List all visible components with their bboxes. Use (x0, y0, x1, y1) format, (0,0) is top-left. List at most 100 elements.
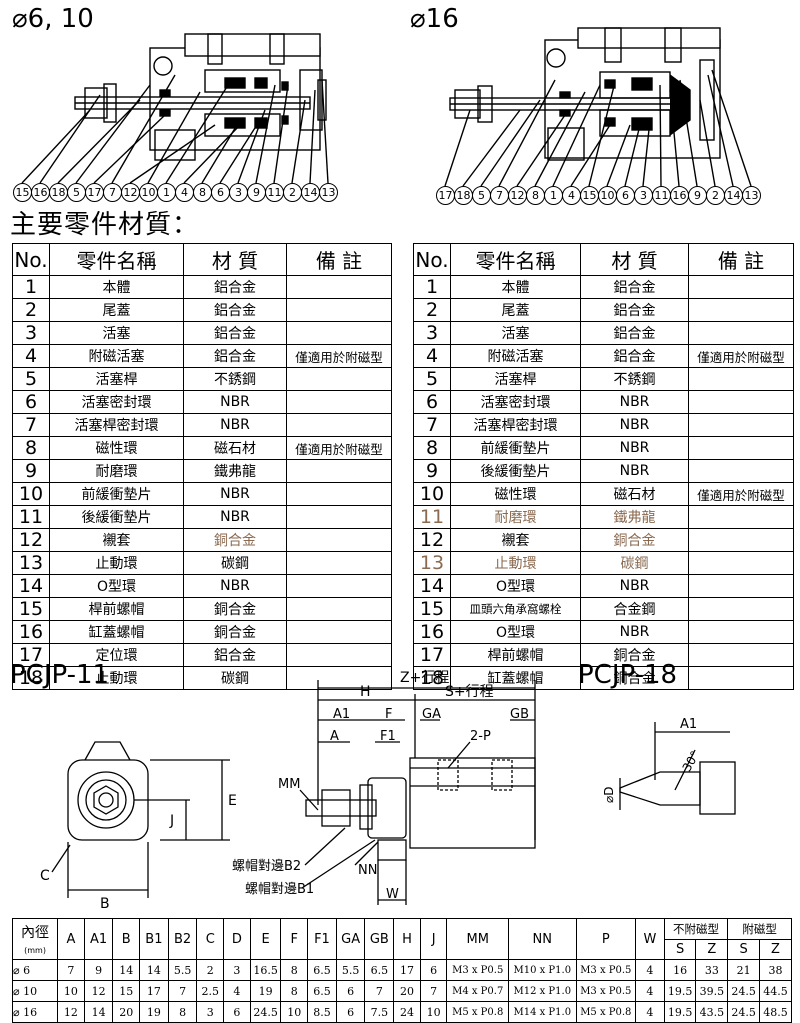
dim-cell: 12 (83, 980, 114, 1002)
callout: 17 (436, 186, 455, 205)
dim-sub-s: S (663, 938, 697, 960)
dim-sub-z: Z (759, 938, 792, 960)
cell-material: 碳鋼 (183, 551, 287, 575)
cell-material: 鋁合金 (183, 643, 287, 667)
dim-cell: 4 (635, 1001, 665, 1023)
callout: 5 (67, 183, 86, 202)
col-no: No. (413, 243, 451, 276)
dim-cell: M4 x P0.7 (446, 980, 509, 1002)
cell-note (688, 413, 794, 437)
cell-name: 尾蓋 (450, 298, 581, 322)
dim-col-mag: 附磁型 (727, 918, 792, 940)
cell-name: 缸蓋螺帽 (450, 666, 581, 690)
label-s: S+行程 (445, 684, 494, 700)
label-b2: 螺帽對邊B2 (232, 858, 301, 874)
cell-material: NBR (183, 413, 287, 437)
cell-no: 5 (12, 367, 50, 391)
dim-cell: 7 (419, 980, 448, 1002)
cell-note (286, 666, 392, 690)
cell-note (286, 574, 392, 598)
cell-name: 本體 (450, 275, 581, 299)
cell-no: 2 (12, 298, 50, 322)
table-header-row: No. 零件名稱 材 質 備 註 (12, 243, 392, 276)
callout: 15 (13, 183, 32, 202)
dim-cell: 17 (139, 980, 169, 1002)
cell-name: 活塞密封環 (49, 390, 184, 414)
dim-cell: 17 (393, 959, 421, 981)
dim-cell: 19.5 (663, 1001, 697, 1023)
dim-cell: 7 (167, 980, 198, 1002)
cell-no: 12 (413, 528, 451, 552)
cell-material: 銅合金 (183, 597, 287, 621)
left-drawing-title: ⌀6, 10 (12, 4, 94, 34)
cell-material: 鋁合金 (183, 321, 287, 345)
pcjp11-title: PCJP-11 (10, 660, 110, 690)
dim-cell: 8 (280, 980, 309, 1002)
cell-name: 皿頭六角承窩螺栓 (450, 597, 581, 621)
dim-cell: 19 (139, 1001, 169, 1023)
cell-no: 17 (12, 643, 50, 667)
cell-note (688, 367, 794, 391)
cell-no: 3 (12, 321, 50, 345)
cell-note (286, 505, 392, 529)
cell-no: 9 (12, 459, 50, 483)
dim-col-bore: 內徑(mm) (11, 918, 59, 960)
callout: 5 (472, 186, 491, 205)
callout: 14 (301, 183, 320, 202)
cell-material: 銅合金 (183, 620, 287, 644)
cell-note (688, 528, 794, 552)
cell-note (286, 413, 392, 437)
dimension-table: 內徑(mm) A A1 B B1 B2 C D E F F1 GA GB H J… (11, 918, 792, 1023)
dim-cell-bore: ⌀ 16 (11, 1001, 59, 1023)
callout: 14 (724, 186, 743, 205)
cell-no: 17 (413, 643, 451, 667)
label-a: A (330, 729, 339, 744)
cell-note (286, 321, 392, 345)
dim-cell: 5.5 (335, 959, 366, 981)
dim-cell: 5.5 (167, 959, 198, 981)
cell-note (688, 574, 794, 598)
cell-no: 8 (12, 436, 50, 460)
dim-cell: 4 (223, 980, 251, 1002)
cell-name: 止動環 (450, 551, 581, 575)
cell-material: 鋁合金 (580, 344, 689, 368)
cell-note (688, 666, 794, 690)
cell-material: 碳鋼 (183, 666, 287, 690)
callout: 8 (193, 183, 212, 202)
dim-col: D (223, 918, 251, 960)
dim-cell: 9 (83, 959, 114, 981)
dim-col-nonmag: 不附磁型 (663, 918, 729, 940)
cell-material: 碳鋼 (580, 551, 689, 575)
cell-material: NBR (580, 574, 689, 598)
cell-name: 定位環 (49, 643, 184, 667)
callout: 15 (580, 186, 599, 205)
dim-col: F1 (307, 918, 337, 960)
callout: 1 (157, 183, 176, 202)
dim-cell: 12 (57, 1001, 85, 1023)
dim-col: GB (364, 918, 395, 960)
dim-col: W (635, 918, 665, 960)
cell-note (688, 275, 794, 299)
callout: 12 (121, 183, 140, 202)
dim-cell: 14 (112, 959, 141, 981)
dim-sub-z: Z (695, 938, 729, 960)
cell-note (688, 298, 794, 322)
dim-cell: 6.5 (307, 959, 337, 981)
dim-col: E (249, 918, 282, 960)
cell-name: 後緩衝墊片 (49, 505, 184, 529)
cell-name: 活塞 (49, 321, 184, 345)
cell-no: 15 (413, 597, 451, 621)
cell-name: 前緩衝墊片 (49, 482, 184, 506)
